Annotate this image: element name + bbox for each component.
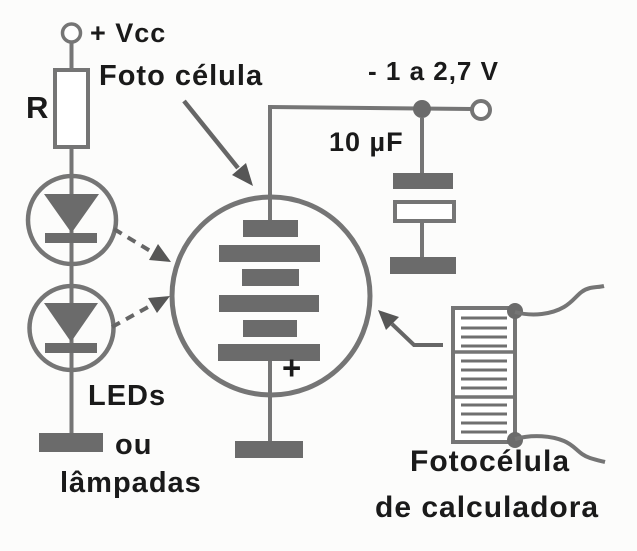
led2-triangle [44,303,98,342]
battery-plus-label: + [282,349,302,386]
leds-label: LEDs [88,380,167,412]
cell-bar-3 [242,269,299,286]
calc-photocell-label-line1: Fotocélula [410,445,571,478]
ground-bar-middle [235,441,303,458]
calc-photocell-top-dot [507,303,523,319]
capacitor-value-label: 10 µF [329,127,404,157]
calc-photocell-pointer-arrowhead-icon [378,310,399,330]
junction-dot [413,100,431,118]
photocell-pointer-line [182,99,240,170]
capacitor-plate-filled [393,173,453,189]
led2-light-dashed-line [111,304,151,329]
led1-circle [25,173,119,267]
cell-bar-2 [219,245,320,262]
vcc-label: + Vcc [90,18,167,48]
led2-light-arrowhead-icon [148,296,170,313]
led2-cathode-bar [45,343,97,353]
output-voltage-label: - 1 a 2,7 V [368,56,499,86]
ground-bar-capacitor [390,257,456,274]
calc-photocell-pointer-line [390,322,443,347]
cell-bar-4 [219,295,319,312]
calc-photocell-bottom-lead-wire [514,434,606,464]
lamps-label: lâmpadas [60,467,202,499]
calc-photocell-stripes [461,316,507,434]
led1-light-arrowhead-icon [149,244,171,262]
led1-cathode-bar [45,233,97,243]
cell-bar-1 [243,220,298,237]
calc-photocell-body [451,306,517,444]
output-wire [269,105,473,111]
or-label: ou [115,429,153,461]
photocell-pointer-arrowhead-icon [232,163,253,186]
cell-bar-6 [218,344,320,361]
resistor-symbol [53,68,90,149]
led1-light-dashed-line [112,227,154,254]
calc-photocell-label-line2: de calculadora [375,491,600,524]
vcc-terminal [60,22,83,44]
output-terminal [470,99,492,121]
led1-triangle [44,194,99,233]
ground-bar-left [39,433,103,452]
photo-cell-label: Foto célula [99,60,264,92]
cell-bar-5 [243,320,297,337]
resistor-label: R [26,90,50,125]
capacitor-plate-hollow [393,200,456,223]
calc-photocell-top-lead-wire [514,284,605,317]
